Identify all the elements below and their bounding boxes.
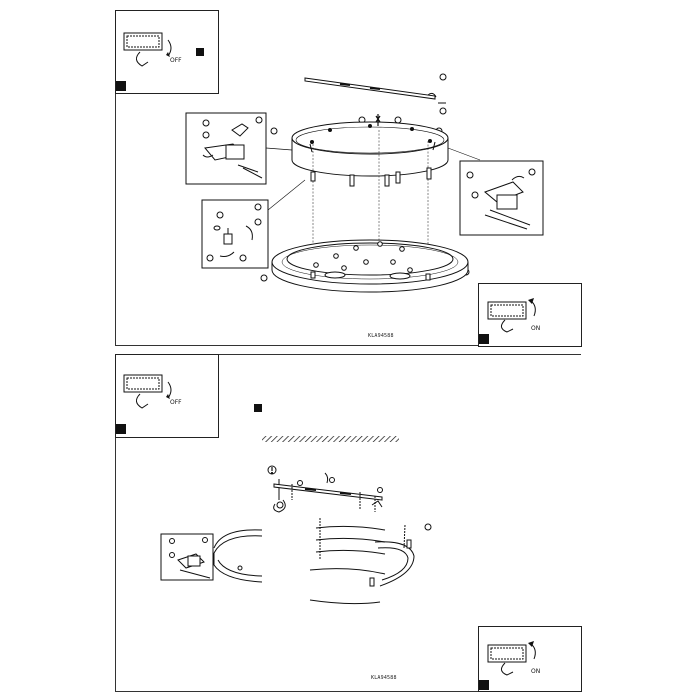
ceiling-hatching: [262, 436, 399, 442]
switch-state-label: OFF: [170, 57, 182, 64]
screwdriver-icon: [273, 479, 286, 513]
terminal-block-inset-left: [185, 112, 293, 185]
terminal-block-inset-right: [447, 147, 544, 236]
switch-state-label: ON: [531, 668, 540, 675]
switch-state-label: ON: [531, 325, 540, 332]
terminal-block-inset: [160, 533, 214, 581]
light-switch-off-icon: OFF: [123, 32, 182, 67]
mounting-bracket: [304, 73, 447, 115]
step-marker: [116, 424, 126, 434]
alignment-guides: [312, 130, 429, 275]
step-marker: [479, 334, 489, 344]
step-marker: [116, 81, 126, 91]
step-marker: [196, 48, 204, 56]
step-marker: [254, 404, 262, 412]
reference-code: KLA94588: [368, 333, 394, 339]
switch-state-label: OFF: [170, 399, 182, 406]
warning-exclamation-icon: [267, 465, 277, 475]
light-switch-on-icon: ON: [487, 298, 540, 333]
lamp-ring: [291, 114, 449, 177]
mounting-bracket: [273, 472, 383, 512]
step-marker: [479, 680, 489, 690]
reference-code: KLA94588: [371, 675, 397, 681]
base-disc: [271, 239, 469, 293]
spacer-posts: [310, 167, 432, 187]
light-switch-on-icon: ON: [487, 641, 540, 676]
light-switch-off-icon: OFF: [123, 374, 182, 409]
panel-step-1: [115, 10, 581, 346]
panel-step-2: [115, 354, 581, 692]
lamp-ring-assembly: [213, 518, 432, 605]
screw-detail-inset: [201, 179, 306, 269]
